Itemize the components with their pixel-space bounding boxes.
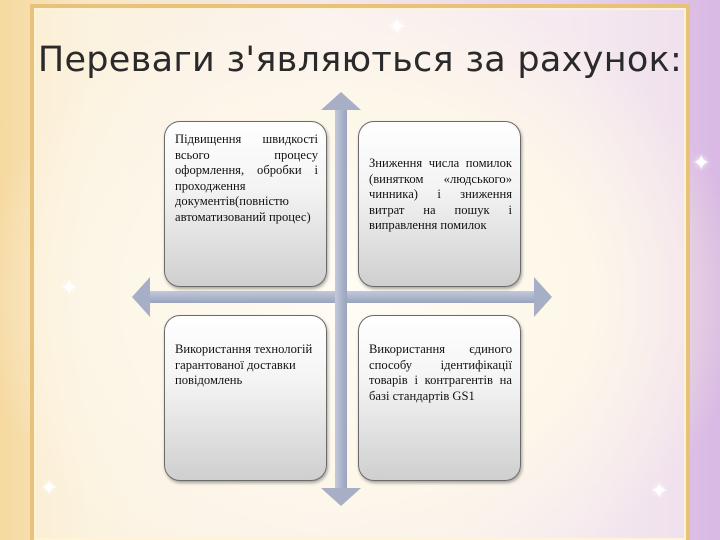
quadrant-box-top-right: Зниження числа помилок (винятком «людськ… <box>358 121 521 287</box>
quadrant-text: Зниження числа помилок (винятком «людськ… <box>369 156 512 232</box>
quadrant-text: Використання єдиного способу ідентифікац… <box>369 342 512 403</box>
arrow-left-icon <box>132 277 150 317</box>
arrow-right-icon <box>534 277 552 317</box>
sparkle-icon: ✦ <box>388 14 407 39</box>
sparkle-icon: ✦ <box>40 475 59 500</box>
slide-title: Переваги з'являються за рахунок: <box>37 40 683 80</box>
arrow-up-icon <box>321 92 361 110</box>
arrow-down-icon <box>321 488 361 506</box>
sparkle-icon: ✦ <box>60 275 79 300</box>
quadrant-text: Підвищення швидкості всього процесу офор… <box>175 132 318 224</box>
vertical-axis <box>335 104 347 490</box>
quadrant-box-bottom-left: Використання технологій гарантованої дос… <box>164 315 327 481</box>
quadrant-box-top-left: Підвищення швидкості всього процесу офор… <box>164 121 327 287</box>
quadrant-text: Використання технологій гарантованої дос… <box>175 342 313 387</box>
quadrant-box-bottom-right: Використання єдиного способу ідентифікац… <box>358 315 521 481</box>
sparkle-icon: ✦ <box>692 150 711 175</box>
sparkle-icon: ✦ <box>650 478 669 503</box>
